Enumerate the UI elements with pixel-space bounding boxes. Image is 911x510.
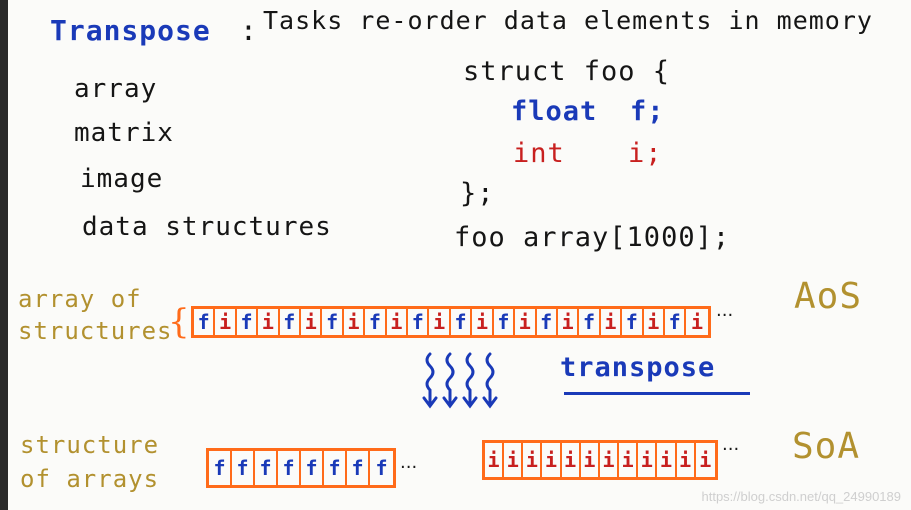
memory-cell-f: f (375, 456, 388, 480)
memory-cell-f: f (347, 451, 370, 485)
soa-float-ellipsis: ... (400, 452, 418, 473)
soa-tag: SoA (792, 426, 861, 467)
title-colon: : (240, 14, 258, 47)
memory-cell-f: f (324, 451, 347, 485)
memory-cell-f: f (537, 309, 558, 335)
code-int-var: i; (628, 138, 663, 169)
memory-cell-i: i (215, 309, 237, 335)
memory-cell-i: i (600, 443, 620, 477)
list-item-image: image (80, 164, 164, 194)
memory-cell-f: f (665, 309, 687, 335)
code-float-type: float (511, 96, 598, 127)
code-float-var: f; (630, 96, 665, 127)
memory-cell-i: i (542, 443, 562, 477)
subtitle: Tasks re-order data elements in memory (263, 6, 873, 35)
whiteboard: Transpose : Tasks re-order data elements… (8, 0, 911, 510)
memory-cell-i: i (638, 443, 658, 477)
memory-cell-i: i (699, 448, 712, 472)
watermark: https://blog.csdn.net/qq_24990189 (701, 489, 902, 504)
aos-ellipsis: ... (716, 300, 734, 321)
soa-int-ellipsis: ... (722, 434, 740, 455)
memory-cell-f: f (280, 309, 302, 335)
soa-label-line1: structure (20, 431, 160, 459)
list-item-matrix: matrix (74, 118, 174, 148)
memory-cell-i: i (523, 443, 543, 477)
aos-label-line2: structures (18, 317, 173, 345)
memory-cell-i: i (258, 309, 280, 335)
memory-cell-f: f (322, 309, 344, 335)
memory-cell-f: f (301, 451, 324, 485)
memory-cell-i: i (601, 309, 623, 335)
transpose-label: transpose (560, 352, 716, 383)
aos-label-line1: array of (18, 285, 142, 313)
memory-cell-i: i (344, 309, 366, 335)
title: Transpose (50, 14, 211, 47)
code-close-brace: }; (460, 178, 495, 209)
memory-cell-i: i (485, 443, 505, 477)
list-item-array: array (74, 74, 158, 104)
aos-tag: AoS (794, 276, 863, 317)
memory-cell-f: f (622, 309, 644, 335)
code-struct-line: struct foo { (463, 56, 671, 87)
memory-cell-i: i (644, 309, 665, 335)
memory-cell-f: f (209, 451, 232, 485)
memory-cell-f: f (579, 309, 601, 335)
memory-cell-f: f (255, 451, 278, 485)
memory-cell-f: f (494, 309, 516, 335)
memory-cell-i: i (581, 443, 600, 477)
memory-cell-f: f (278, 451, 301, 485)
memory-cell-i: i (562, 443, 581, 477)
memory-cell-f: f (237, 309, 259, 335)
transpose-arrows-icon (422, 352, 498, 409)
memory-cell-i: i (657, 443, 677, 477)
memory-cell-f: f (365, 309, 387, 335)
memory-cell-i: i (691, 310, 704, 334)
memory-cell-i: i (619, 443, 639, 477)
memory-cell-f: f (194, 309, 216, 335)
aos-open-brace-icon: { (168, 302, 190, 342)
memory-cell-i: i (677, 443, 696, 477)
memory-cell-i: i (301, 309, 323, 335)
memory-cell-i: i (558, 309, 580, 335)
memory-cell-f: f (451, 309, 473, 335)
soa-label-line2: of arrays (20, 465, 160, 493)
memory-cell-i: i (515, 309, 537, 335)
memory-cell-f: f (408, 309, 430, 335)
transpose-underline (564, 392, 750, 395)
memory-cell-f: f (232, 451, 255, 485)
list-item-data-structures: data structures (82, 212, 332, 242)
code-array-decl: foo array[1000]; (454, 222, 731, 253)
code-int-type: int (513, 138, 565, 169)
memory-cell-i: i (504, 443, 524, 477)
memory-cell-i: i (472, 309, 494, 335)
memory-cell-i: i (429, 309, 451, 335)
memory-cell-i: i (387, 309, 409, 335)
